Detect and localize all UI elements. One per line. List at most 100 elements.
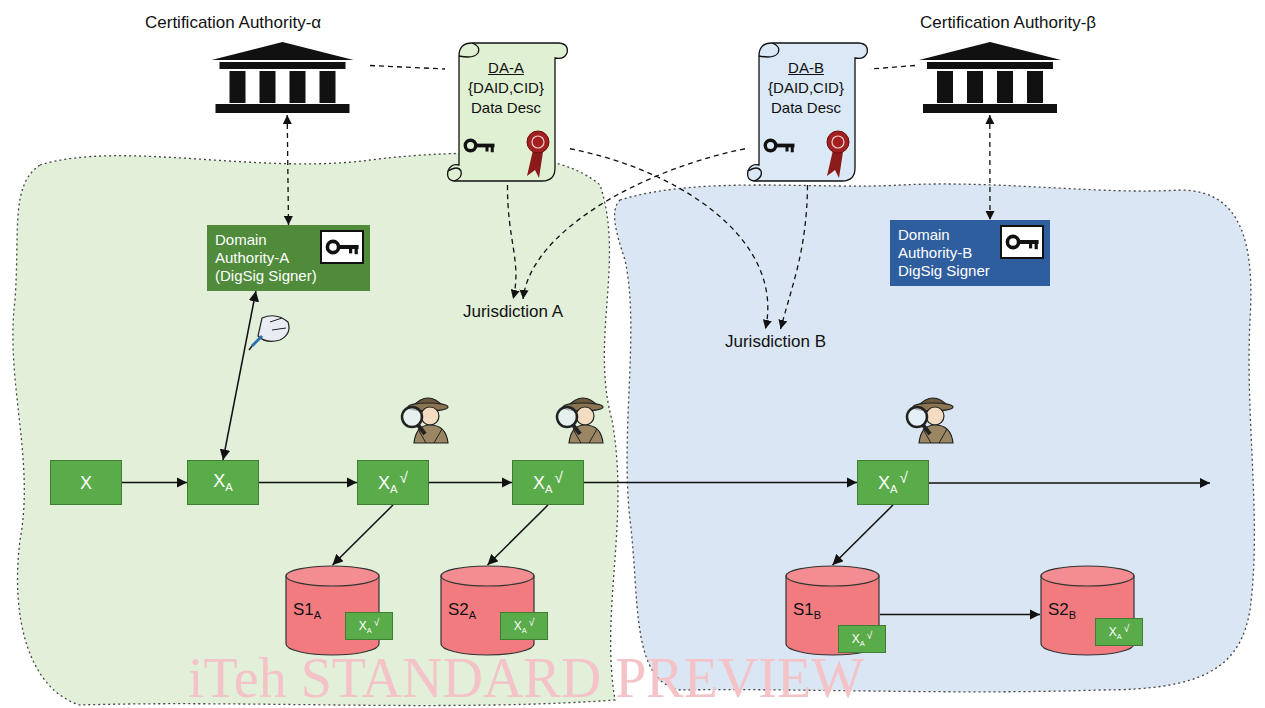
verified-mark: √ bbox=[1124, 623, 1130, 634]
seal-ribbon bbox=[527, 131, 549, 178]
jurisdiction-region: Jurisdiction B Domain Authority-B DigSig … bbox=[605, 175, 1265, 700]
storage-text: S1A bbox=[293, 601, 321, 621]
item-text: XA√ bbox=[533, 470, 563, 496]
authority-label: Domain Authority-A (DigSig Signer) bbox=[215, 231, 364, 285]
data-item-box: X bbox=[50, 460, 122, 505]
key-badge bbox=[320, 230, 364, 264]
verified-mark: √ bbox=[900, 469, 908, 486]
item-name: X bbox=[533, 473, 545, 493]
verified-mark: √ bbox=[529, 617, 535, 628]
item-name: X bbox=[359, 619, 367, 633]
storage-subscript: B bbox=[1069, 609, 1076, 621]
key-icon bbox=[765, 140, 794, 152]
key-icon bbox=[465, 140, 494, 152]
storage-subscript: A bbox=[314, 609, 321, 621]
jurisdiction-label: Jurisdiction A bbox=[463, 302, 563, 322]
certificate-scroll: DA-A{DAID,CID}Data Desc bbox=[445, 40, 570, 185]
item-subscript: A bbox=[367, 626, 372, 635]
storage-text: S2B bbox=[1048, 601, 1076, 621]
domain-authority-box: Domain Authority-B DigSig Signer bbox=[890, 220, 1050, 286]
dashed-connector bbox=[870, 66, 915, 70]
item-subscript: A bbox=[860, 639, 865, 648]
verified-mark: √ bbox=[374, 617, 380, 628]
document-name: DA-A bbox=[457, 58, 555, 78]
item-name: X bbox=[213, 471, 225, 491]
storage-cylinder: S2B XA√ bbox=[1040, 565, 1135, 655]
flow-arrow bbox=[429, 482, 512, 484]
flow-continuation bbox=[929, 482, 1210, 484]
storage-cylinder: S1AXA√ bbox=[285, 565, 380, 655]
document-field: Data Desc bbox=[757, 98, 855, 118]
authority-name: Certification Authority-α bbox=[145, 13, 321, 33]
item-subscript: A bbox=[890, 483, 897, 495]
verified-mark: √ bbox=[400, 469, 408, 486]
jurisdiction-label: Jurisdiction B bbox=[725, 332, 826, 352]
stored-item-box: XA√ bbox=[838, 625, 886, 653]
item-name: X bbox=[878, 473, 890, 493]
flow-arrow bbox=[122, 482, 187, 484]
authority-label: Domain Authority-B DigSig Signer bbox=[898, 226, 1044, 280]
item-text: XA√ bbox=[878, 470, 908, 496]
stored-item-box: XA√ bbox=[1095, 618, 1143, 646]
domain-authority-box: Domain Authority-A (DigSig Signer) bbox=[207, 225, 370, 291]
item-name: X bbox=[378, 473, 390, 493]
storage-subscript: A bbox=[469, 609, 476, 621]
item-name: X bbox=[80, 473, 92, 493]
flow-arrow bbox=[259, 482, 357, 484]
authority-name: Certification Authority-β bbox=[920, 13, 1096, 33]
flow-arrow bbox=[584, 482, 857, 484]
storage-name: S2 bbox=[448, 600, 469, 619]
item-subscript: A bbox=[522, 626, 527, 635]
storage-cylinder: S2AXA√ bbox=[440, 565, 535, 655]
item-text: XA√ bbox=[1109, 624, 1130, 641]
item-name: X bbox=[852, 632, 860, 646]
authority-node: Certification Authority-α bbox=[140, 5, 370, 115]
document-field: {DAID,CID} bbox=[457, 78, 555, 98]
storage-text: S2A bbox=[448, 601, 476, 621]
item-subscript: A bbox=[1117, 632, 1122, 641]
data-item-box: XA√ bbox=[512, 460, 584, 505]
item-name: X bbox=[1109, 625, 1117, 639]
verified-mark: √ bbox=[867, 630, 873, 641]
item-subscript: A bbox=[390, 483, 397, 495]
scroll-text: DA-B{DAID,CID}Data Desc bbox=[757, 58, 855, 118]
item-text: XA√ bbox=[378, 470, 408, 496]
document-field: {DAID,CID} bbox=[757, 78, 855, 98]
authority-node: Certification Authority-β bbox=[915, 5, 1255, 115]
item-name: X bbox=[514, 619, 522, 633]
watermark-text: iTeh STANDARD PREVIEW bbox=[188, 650, 864, 706]
storage-text: S1B bbox=[793, 601, 821, 621]
authority-text: Domain Authority-A (DigSig Signer) bbox=[215, 231, 364, 285]
building-icon bbox=[915, 40, 1065, 115]
stored-item-box: XA√ bbox=[500, 612, 548, 640]
seal-ribbon bbox=[827, 131, 849, 178]
flow-arrow bbox=[880, 614, 1040, 616]
certificate-scroll: DA-B{DAID,CID}Data Desc bbox=[745, 40, 870, 185]
verified-mark: √ bbox=[555, 469, 563, 486]
data-item-box: XA bbox=[187, 460, 259, 505]
document-name: DA-B bbox=[757, 58, 855, 78]
document-field: Data Desc bbox=[457, 98, 555, 118]
item-text: XA√ bbox=[359, 618, 380, 635]
item-text: XA√ bbox=[852, 631, 873, 648]
item-text: X bbox=[80, 474, 92, 492]
stored-item-box: XA√ bbox=[345, 612, 393, 640]
dashed-connector bbox=[370, 66, 445, 70]
item-subscript: A bbox=[545, 483, 552, 495]
storage-name: S1 bbox=[293, 600, 314, 619]
building-icon bbox=[205, 40, 360, 115]
jurisdiction-region: Jurisdiction A Domain Authority-A (DigSig… bbox=[0, 140, 625, 708]
item-text: XA√ bbox=[514, 618, 535, 635]
authority-text: Domain Authority-B DigSig Signer bbox=[898, 226, 1044, 280]
key-badge bbox=[1000, 225, 1044, 259]
key-icon bbox=[1007, 236, 1038, 249]
item-subscript: A bbox=[225, 481, 232, 493]
storage-name: S2 bbox=[1048, 600, 1069, 619]
key-icon bbox=[327, 241, 358, 254]
storage-name: S1 bbox=[793, 600, 814, 619]
item-text: XA bbox=[213, 472, 232, 493]
data-item-box: XA√ bbox=[857, 460, 929, 505]
storage-cylinder: S1B XA√ bbox=[785, 565, 880, 655]
